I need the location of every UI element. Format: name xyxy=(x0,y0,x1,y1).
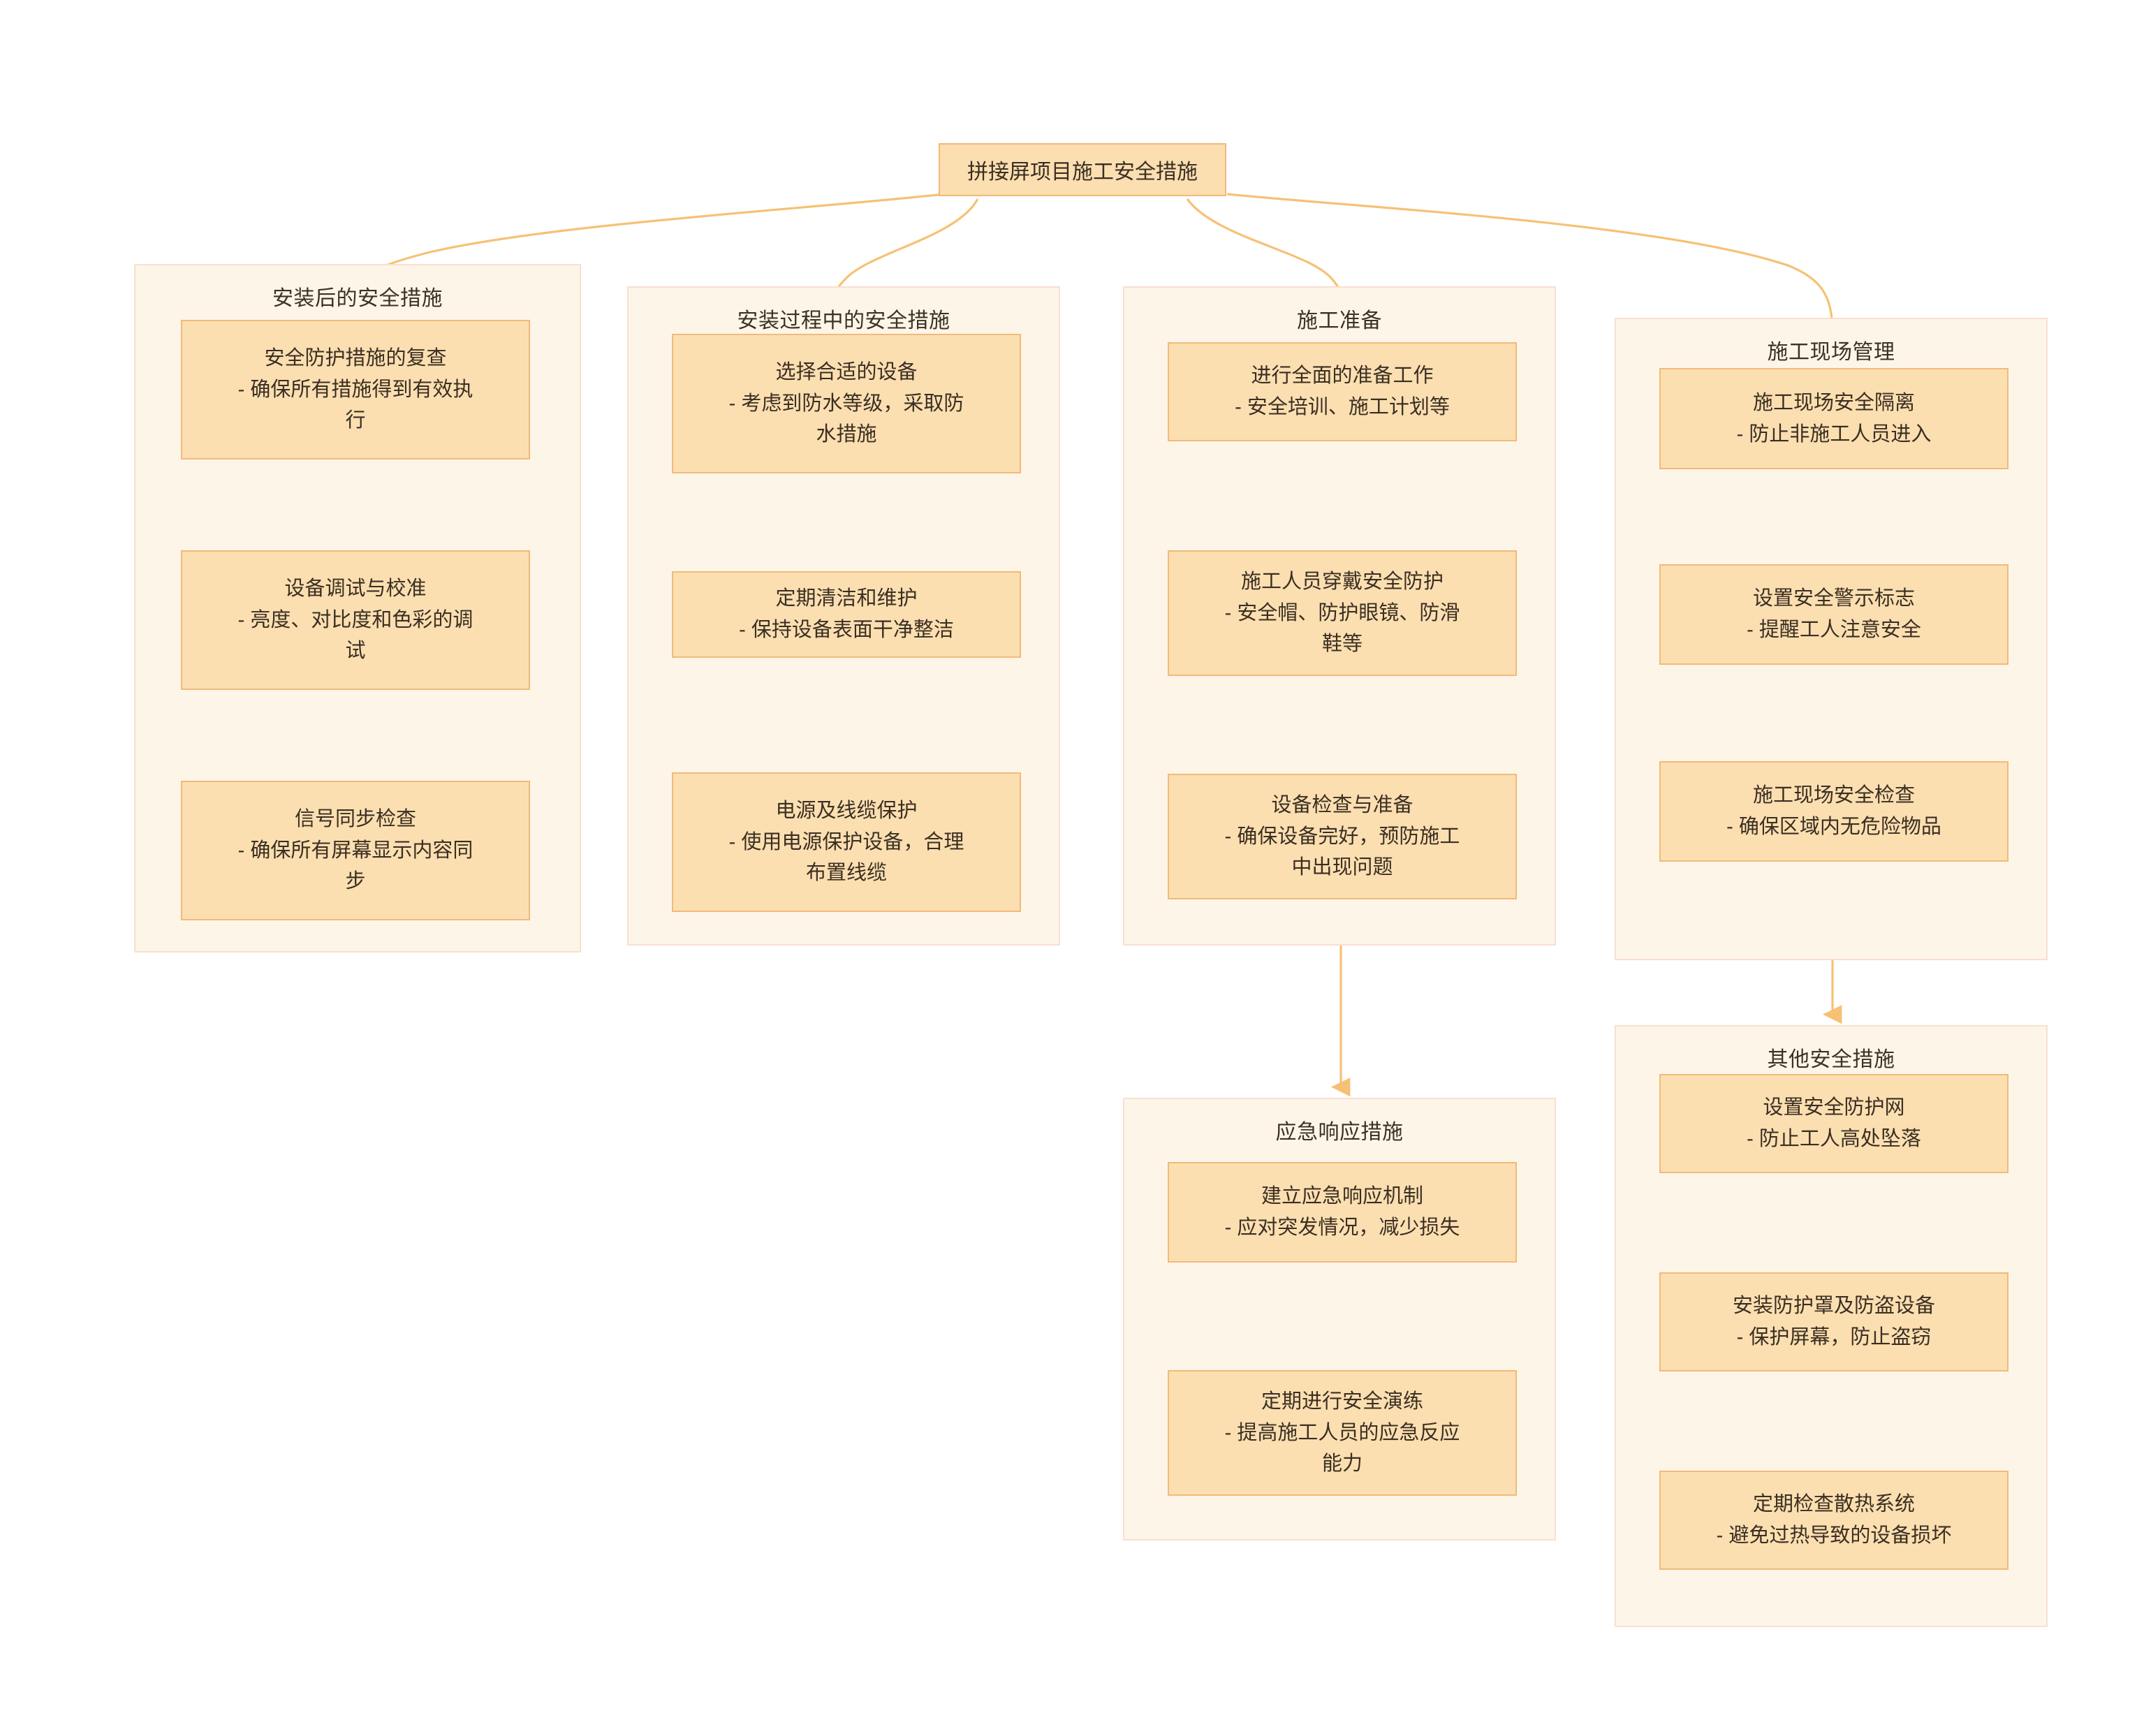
node-during-install-3[interactable]: 电源及线缆保护 - 使用电源保护设备，合理 布置线缆 xyxy=(672,772,1021,912)
node-during-install-1[interactable]: 选择合适的设备 - 考虑到防水等级，采取防 水措施 xyxy=(672,334,1021,473)
node-label: 进行全面的准备工作 - 安全培训、施工计划等 xyxy=(1235,365,1450,418)
node-label: 定期检查散热系统 - 避免过热导致的设备损坏 xyxy=(1716,1493,1952,1547)
node-other-2[interactable]: 安装防护罩及防盗设备 - 保护屏幕，防止盗窃 xyxy=(1659,1272,2009,1371)
node-preparation-2[interactable]: 施工人员穿戴安全防护 - 安全帽、防护眼镜、防滑 鞋等 xyxy=(1168,550,1517,676)
cluster-title-preparation: 施工准备 xyxy=(1297,309,1382,332)
edge-root-to-preparation xyxy=(1186,198,1351,307)
node-label: 设置安全警示标志 - 提醒工人注意安全 xyxy=(1747,587,1921,641)
node-site-management-1[interactable]: 施工现场安全隔离 - 防止非施工人员进入 xyxy=(1659,368,2009,469)
node-other-1[interactable]: 设置安全防护网 - 防止工人高处坠落 xyxy=(1659,1074,2009,1173)
cluster-title-post-install: 安装后的安全措施 xyxy=(272,287,443,310)
node-label: 电源及线缆保护 - 使用电源保护设备，合理 布置线缆 xyxy=(728,799,964,885)
node-site-management-3[interactable]: 施工现场安全检查 - 确保区域内无危险物品 xyxy=(1659,761,2009,862)
root-node-label: 拼接屏项目施工安全措施 xyxy=(967,161,1198,184)
node-emergency-1[interactable]: 建立应急响应机制 - 应对突发情况，减少损失 xyxy=(1168,1162,1517,1263)
node-label: 设备检查与准备 - 确保设备完好，预防施工 中出现问题 xyxy=(1224,793,1460,879)
node-label: 施工人员穿戴安全防护 - 安全帽、防护眼镜、防滑 鞋等 xyxy=(1224,570,1460,656)
node-label: 定期进行安全演练 - 提高施工人员的应急反应 能力 xyxy=(1224,1390,1460,1476)
root-node[interactable]: 拼接屏项目施工安全措施 xyxy=(939,143,1226,196)
node-label: 施工现场安全检查 - 确保区域内无危险物品 xyxy=(1726,784,1941,838)
node-label: 设备调试与校准 - 亮度、对比度和色彩的调 试 xyxy=(237,577,473,663)
node-emergency-2[interactable]: 定期进行安全演练 - 提高施工人员的应急反应 能力 xyxy=(1168,1370,1517,1496)
edge-root-to-during-install xyxy=(825,198,979,307)
node-post-install-3[interactable]: 信号同步检查 - 确保所有屏幕显示内容同 步 xyxy=(181,781,530,920)
cluster-title-emergency: 应急响应措施 xyxy=(1275,1121,1404,1144)
node-preparation-1[interactable]: 进行全面的准备工作 - 安全培训、施工计划等 xyxy=(1168,342,1517,441)
node-label: 安装防护罩及防盗设备 - 保护屏幕，防止盗窃 xyxy=(1732,1295,1935,1348)
node-site-management-2[interactable]: 设置安全警示标志 - 提醒工人注意安全 xyxy=(1659,564,2009,665)
node-label: 定期清洁和维护 - 保持设备表面干净整洁 xyxy=(739,587,954,641)
cluster-title-during-install: 安装过程中的安全措施 xyxy=(737,309,950,332)
node-preparation-3[interactable]: 设备检查与准备 - 确保设备完好，预防施工 中出现问题 xyxy=(1168,774,1517,899)
node-other-3[interactable]: 定期检查散热系统 - 避免过热导致的设备损坏 xyxy=(1659,1471,2009,1570)
node-label: 施工现场安全隔离 - 防止非施工人员进入 xyxy=(1736,391,1932,446)
node-label: 建立应急响应机制 - 应对突发情况，减少损失 xyxy=(1224,1185,1460,1239)
cluster-title-other: 其他安全措施 xyxy=(1767,1048,1895,1071)
node-during-install-2[interactable]: 定期清洁和维护 - 保持设备表面干净整洁 xyxy=(672,571,1021,658)
cluster-title-site-management: 施工现场管理 xyxy=(1767,341,1895,364)
node-label: 信号同步检查 - 确保所有屏幕显示内容同 步 xyxy=(237,807,473,893)
node-label: 设置安全防护网 - 防止工人高处坠落 xyxy=(1747,1096,1921,1150)
node-post-install-2[interactable]: 设备调试与校准 - 亮度、对比度和色彩的调 试 xyxy=(181,550,530,690)
node-post-install-1[interactable]: 安全防护措施的复查 - 确保所有措施得到有效执 行 xyxy=(181,320,530,459)
node-label: 选择合适的设备 - 考虑到防水等级，采取防 水措施 xyxy=(728,360,964,446)
node-label: 安全防护措施的复查 - 确保所有措施得到有效执 行 xyxy=(237,346,473,432)
